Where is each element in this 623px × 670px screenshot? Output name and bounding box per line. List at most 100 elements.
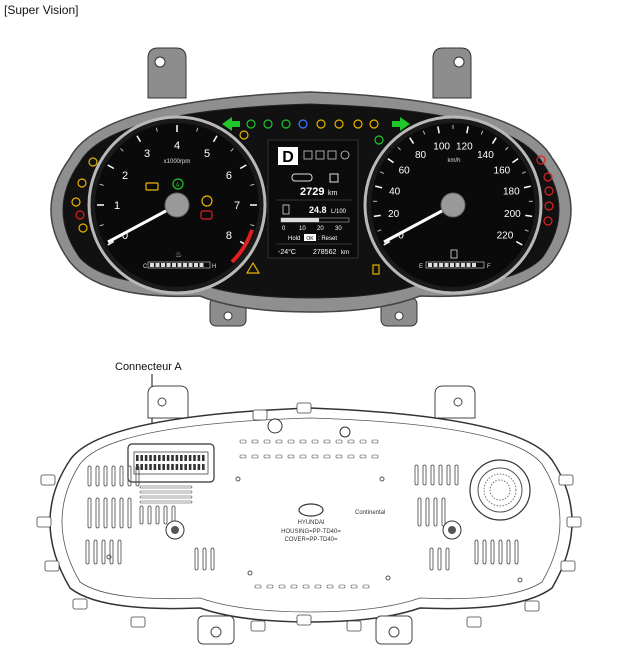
charging-icon: [543, 216, 553, 226]
connector-a: [127, 443, 215, 483]
temp-hot-label: H: [212, 264, 216, 270]
fuel-full-label: F: [487, 264, 491, 270]
odometer-unit: km: [341, 250, 349, 256]
car-icon: [291, 173, 313, 182]
tick-label: 40: [389, 186, 401, 197]
tick-mark: [383, 240, 391, 246]
tachometer-needle: [107, 203, 178, 244]
tachometer-tick-labels: 0 1 2 3 4 5 6 7 8: [114, 140, 240, 242]
minor-tick-mark: [155, 127, 158, 132]
tick-label: 8: [226, 230, 232, 242]
high-beam-icon: [298, 119, 308, 129]
tachometer-hub: [164, 192, 190, 218]
tick-mark: [107, 240, 115, 246]
indicator-row: [222, 117, 410, 145]
speedometer-tick-marks: [373, 125, 533, 246]
page-title: [Super Vision]: [4, 3, 79, 17]
fuel-range-icon: [329, 173, 339, 183]
tick-label: 80: [415, 150, 427, 161]
tpms-icon: [201, 195, 213, 207]
fuel-economy-value: 24.8: [309, 205, 327, 215]
svg-text:A: A: [176, 183, 180, 189]
range-unit: km: [328, 190, 338, 197]
tick-mark: [512, 157, 519, 164]
minor-tick-mark: [380, 171, 385, 174]
trip-icon: [315, 150, 325, 160]
tick-mark: [107, 164, 115, 170]
cluster-rear-view: Connecteur A: [36, 361, 582, 645]
tick-mark: [525, 214, 533, 218]
mounting-tab-left: [147, 47, 187, 99]
airbag-icon: [543, 172, 553, 182]
supplier-logo: Continental: [355, 510, 385, 516]
tick-label: 60: [399, 166, 411, 177]
hold-text: Hold: [288, 236, 300, 242]
minor-tick-mark: [250, 224, 255, 227]
engine-check-icon: [145, 182, 159, 191]
range-value: 2729: [300, 186, 324, 198]
minor-tick-mark: [422, 130, 426, 135]
tick-label: 7: [234, 200, 240, 212]
minor-tick-mark: [480, 130, 484, 135]
speedometer-needle: [383, 203, 454, 244]
turn-right-icon: [392, 117, 410, 131]
fuel-warning-icon: [372, 264, 380, 275]
tick-mark: [466, 126, 469, 134]
oil-pressure-icon: [77, 178, 87, 188]
turn-left-icon: [222, 117, 240, 131]
fuel-pump-icon: [450, 249, 458, 259]
speedometer-unit: km/h: [447, 158, 460, 164]
right-warning-lamps: [372, 155, 554, 275]
tick-label: 2: [122, 170, 128, 182]
front-fog-icon: [246, 119, 256, 129]
minor-tick-mark: [230, 148, 234, 152]
tick-label: 200: [504, 209, 521, 220]
lane-warning-icon: [88, 157, 98, 167]
tick-label: 1: [114, 200, 120, 212]
housing-material: HOUSING=PP-TD40=: [281, 529, 341, 535]
brand-text: HYUNDAI: [297, 520, 324, 526]
drive-mode-icon: [303, 150, 313, 160]
service-icon: [327, 150, 337, 160]
tick-label: 120: [456, 142, 473, 153]
cruise-icon: [172, 178, 184, 190]
tick-mark: [409, 137, 415, 144]
tachometer: 0 1 2 3 4 5 6 7 8 x1000rpm C H ♨ A: [87, 115, 267, 295]
tick-mark: [375, 185, 383, 189]
outside-temp: -24°C: [278, 248, 296, 256]
fuel-economy-icon: [282, 204, 290, 215]
tick-mark: [373, 214, 381, 218]
tick-label: 6: [226, 170, 232, 182]
esc-off-icon: [369, 119, 379, 129]
esc-icon: [353, 119, 363, 129]
tachometer-unit: x1000rpm: [164, 159, 191, 165]
tick-label: 5: [204, 148, 210, 160]
immobilizer-icon: [71, 197, 81, 207]
rear-fog-icon: [239, 130, 249, 140]
minor-tick-mark: [99, 224, 104, 227]
gear-indicator: D: [282, 149, 294, 166]
seatbelt-icon: [544, 186, 554, 196]
temp-cold-label: C: [143, 264, 148, 270]
tick-label: 3: [144, 148, 150, 160]
minor-tick-mark: [505, 146, 509, 151]
low-fuel-icon: [536, 155, 546, 165]
hyundai-logo: [298, 503, 324, 517]
scale-label: 30: [335, 226, 342, 232]
tick-label: 0: [122, 230, 128, 242]
minor-tick-mark: [377, 229, 382, 232]
tick-label: 160: [494, 166, 511, 177]
coolant-temp-icon: ♨: [175, 250, 182, 259]
tick-mark: [523, 185, 531, 189]
tick-label: 4: [174, 140, 180, 152]
rear-vent-slots: [85, 439, 519, 589]
tick-label: 140: [477, 150, 494, 161]
tick-mark: [491, 137, 497, 144]
battery-icon: [200, 210, 213, 220]
settings-icon: [340, 150, 350, 160]
tick-label: 220: [497, 231, 514, 242]
fuel-economy-bar: [281, 218, 319, 222]
